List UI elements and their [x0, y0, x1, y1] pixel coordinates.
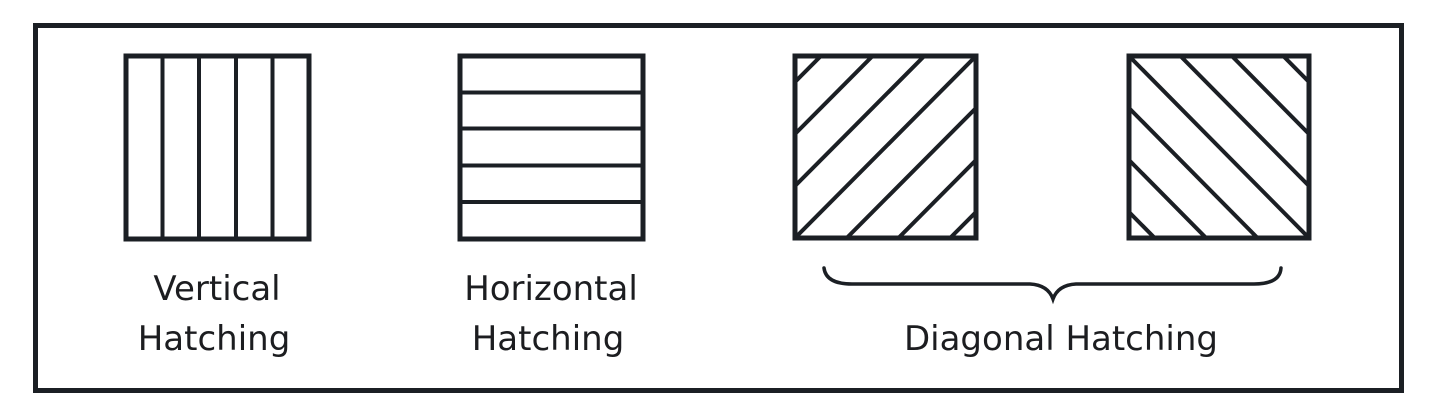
diagonal-backward-hatching-swatch: [1126, 53, 1312, 241]
vertical-label-line1: Vertical: [153, 269, 280, 309]
horizontal-label-line1: Horizontal: [464, 269, 638, 309]
horizontal-hatching-swatch: [457, 53, 646, 242]
diagonal-forward-hatching-swatch: [792, 53, 979, 241]
vertical-hatching-swatch: [123, 53, 312, 242]
diagonal-group-label: Diagonal Hatching: [904, 319, 1218, 359]
grouping-brace: [822, 266, 1283, 305]
horizontal-label-line2: Hatching: [472, 319, 625, 359]
outer-frame: [33, 23, 1404, 393]
vertical-label-line2: Hatching: [138, 319, 291, 359]
